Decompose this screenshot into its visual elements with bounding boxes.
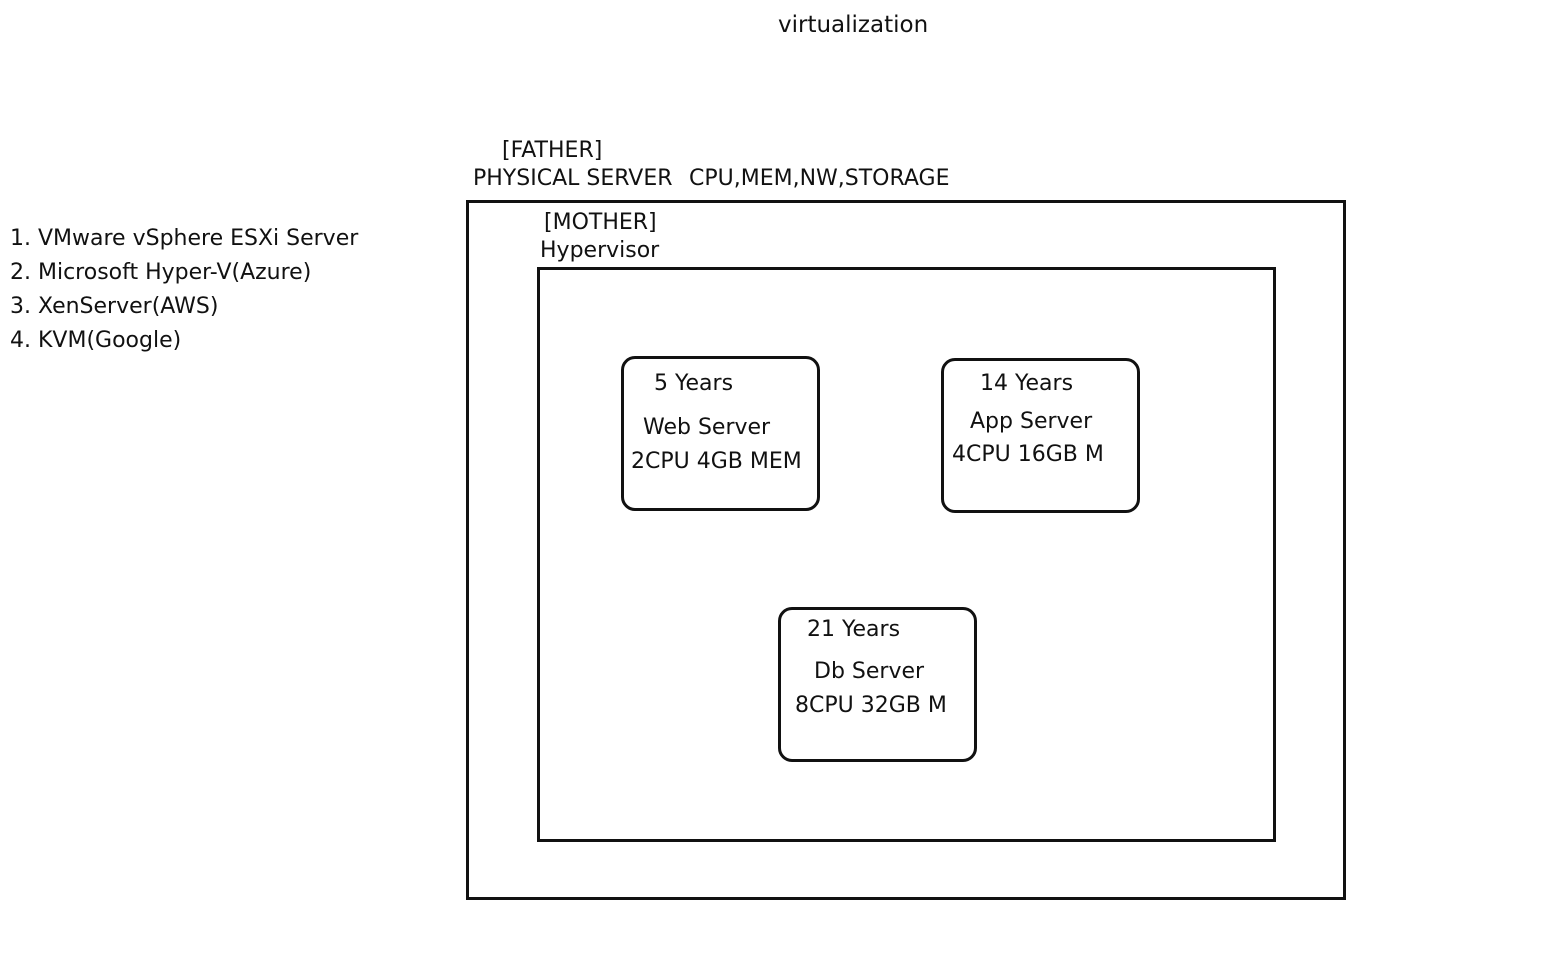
vm-age: 21 Years <box>807 617 901 642</box>
physical-server-resources: CPU,MEM,NW,STORAGE <box>689 166 950 191</box>
hypervisor-list-item: 3. XenServer(AWS) <box>10 294 219 319</box>
vm-db-server: 21 Years Db Server 8CPU 32GB M <box>778 607 977 762</box>
vm-name: Web Server <box>643 415 771 440</box>
vm-spec: 2CPU 4GB MEM <box>631 449 802 474</box>
hypervisor-box <box>537 267 1276 842</box>
hypervisor-list-item: 4. KVM(Google) <box>10 328 182 353</box>
vm-spec: 4CPU 16GB M <box>952 442 1104 467</box>
vm-web-server: 5 Years Web Server 2CPU 4GB MEM <box>621 356 820 511</box>
page-title: virtualization <box>778 12 929 38</box>
vm-name: App Server <box>970 409 1093 434</box>
hypervisor-label: Hypervisor <box>540 238 660 263</box>
physical-server-label: PHYSICAL SERVER <box>473 166 673 191</box>
physical-server-tag: [FATHER] <box>502 138 603 163</box>
vm-spec: 8CPU 32GB M <box>795 693 947 718</box>
vm-age: 5 Years <box>654 371 734 396</box>
vm-app-server: 14 Years App Server 4CPU 16GB M <box>941 358 1140 513</box>
vm-name: Db Server <box>814 659 925 684</box>
hypervisor-list: 1. VMware vSphere ESXi Server 2. Microso… <box>10 222 358 358</box>
vm-age: 14 Years <box>980 371 1074 396</box>
hypervisor-list-item: 2. Microsoft Hyper-V(Azure) <box>10 260 312 285</box>
hypervisor-tag: [MOTHER] <box>544 210 657 235</box>
hypervisor-list-item: 1. VMware vSphere ESXi Server <box>10 226 359 251</box>
physical-server-box <box>466 200 1346 900</box>
